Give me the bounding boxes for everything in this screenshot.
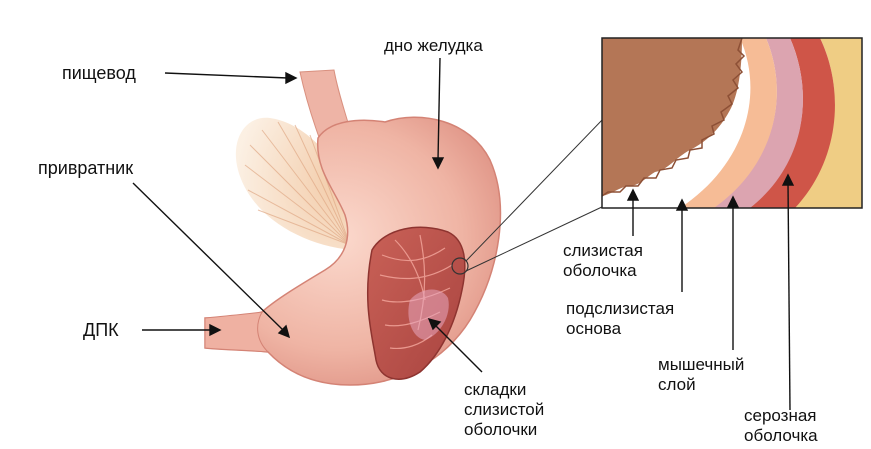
label-duodenum: ДПК — [83, 320, 119, 340]
label-mucosal-folds: складки слизистой оболочки — [464, 380, 544, 440]
label-serosa-line1: серозная — [744, 406, 818, 426]
label-mucosal-folds-line1: складки — [464, 380, 544, 400]
label-muscular: мышечный слой — [658, 355, 744, 395]
label-mucosal-folds-line3: оболочки — [464, 420, 544, 440]
label-pylorus: привратник — [38, 158, 133, 178]
label-submucosa: подслизистая основа — [566, 299, 674, 339]
label-muscular-line2: слой — [658, 375, 744, 395]
wall-layers-inset — [602, 38, 862, 208]
label-esophagus: пищевод — [62, 63, 136, 83]
label-serosa-line2: оболочка — [744, 426, 818, 446]
label-submucosa-line2: основа — [566, 319, 674, 339]
label-fundus: дно желудка — [384, 36, 483, 56]
label-mucosa: слизистая оболочка — [563, 241, 643, 281]
label-serosa: серозная оболочка — [744, 406, 818, 446]
label-mucosal-folds-line2: слизистой — [464, 400, 544, 420]
label-mucosa-line1: слизистая — [563, 241, 643, 261]
label-submucosa-line1: подслизистая — [566, 299, 674, 319]
label-mucosa-line2: оболочка — [563, 261, 643, 281]
label-muscular-line1: мышечный — [658, 355, 744, 375]
